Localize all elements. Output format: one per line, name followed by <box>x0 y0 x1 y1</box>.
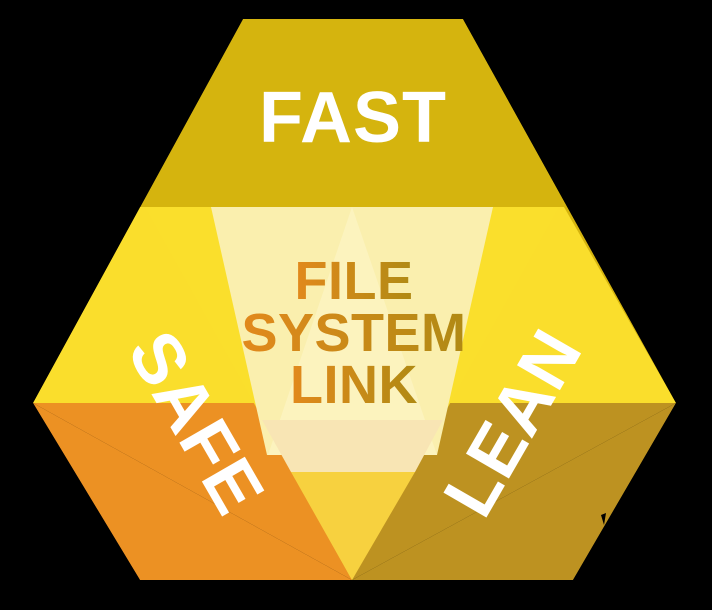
core-lower-band <box>262 420 443 472</box>
bottom-wedge <box>291 472 415 580</box>
core-label-line1: FILE <box>295 251 414 311</box>
edge-artifact <box>601 513 606 525</box>
core-label-line2: SYSTEM <box>241 303 466 363</box>
core-label-group: FILE SYSTEM LINK <box>241 251 466 415</box>
core-highlight-wedge <box>268 207 437 455</box>
core-label-line3: LINK <box>290 355 418 415</box>
pillar-label-fast: FAST <box>259 78 447 158</box>
pillar-shapes-group <box>33 19 676 580</box>
